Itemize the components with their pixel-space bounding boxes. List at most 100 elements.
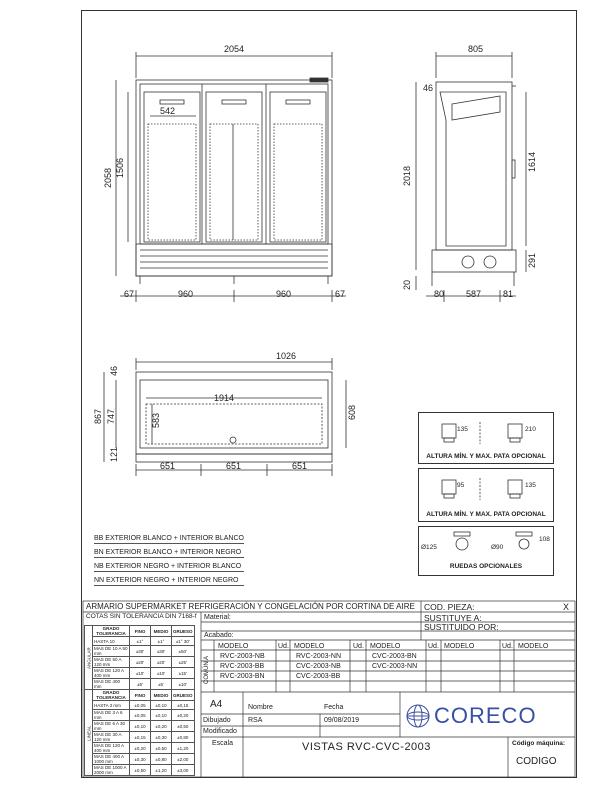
dim-plan-b2: 651 [292,461,308,471]
table-cell: ±25' [171,656,195,668]
table-cell: ±20' [150,656,172,668]
format-a4: A4 [210,699,223,710]
dim-side-base: 291 [527,252,537,268]
table-cell: ±0,20 [129,742,151,754]
table-cell: MAS DE 3 A 6 mm [92,709,130,721]
table-header: MEDIO [150,689,172,701]
table-row: MAS DE 120 A 400 mm±10'±10'±15' [85,667,195,679]
dim-side-b0: 80 [434,289,445,299]
dim-plan-b0: 651 [160,461,176,471]
dim-front-top: 542 [160,106,176,116]
table-row: MAS DE 3 A 6 mm±0,05±0,10±0,20 [85,709,195,721]
table-row: MAS DE 6 A 30 mm±0,10±0,20±0,50 [85,720,195,732]
dim-plan-inner: 1914 [214,393,235,403]
dim-side-door: 1614 [527,151,537,172]
table-cell: ±15' [171,667,195,679]
table-cell: MAS DE 30 A 120 mm [92,731,130,743]
table-row: MAS DE 120 A 400 mm±0,20±0,50±1,20 [85,742,195,754]
nombre-label: Nombre [248,704,273,711]
sustituido-label: SUSTITUIDO POR: [424,622,499,632]
fecha-value: 09/08/2019 [324,717,360,724]
table-cell: ±20' [129,656,151,668]
angular-side-label: ANGULAR [84,625,93,690]
side-view [415,52,527,302]
dim-plan-depth-mid: 747 [106,408,116,424]
table-cell: ±0,50 [129,764,151,776]
lineal-side-label: LINEAL [84,689,93,776]
col-modelo-5: MODELO [518,643,549,650]
option-legs-1: 135 210 ALTURA MÍN. Y MAX. PATA OPCIONAL [418,412,554,464]
table-cell: ±0,10 [150,709,172,721]
dim-side-b2: 81 [503,289,514,299]
col-ud-2: Ud. [353,643,364,650]
table-cell: ±1° 30' [171,636,195,646]
table-cell: ±0,30 [129,753,151,765]
coreco-logo-mark [406,704,430,728]
option-wheels: Ø125 Ø90 108 RUEDAS OPCIONALES [418,526,554,576]
acabado-label: Acabado: [204,632,234,639]
option-3-label: RUEDAS OPCIONALES [449,563,523,570]
table-header: FINO [129,625,151,637]
dim-side-b1: 587 [466,289,482,299]
model-r0-c0: RVC-2003-NB [220,653,265,660]
table-header: GRADO TOLERANCIA [92,689,130,701]
model-r1-c1: CVC-2003-NB [296,663,341,670]
model-r1-c0: RVC-2003-BB [220,663,265,670]
dim-front-b1: 960 [178,289,194,299]
coreco-logo: CORECO [434,703,537,728]
option-1-a: 135 [457,426,468,433]
dim-front-height: 2058 [103,167,113,188]
dim-plan-right-depth: 608 [347,404,357,420]
table-cell: MAS DE 50 A 120 mm [92,656,130,668]
table-cell: ±0,50 [171,720,195,732]
option-3-c: 108 [539,536,550,543]
table-header: MEDIO [150,625,172,637]
table-cell: MAS DE 400 mm [92,678,130,690]
model-r0-c1: RVC-2003-NN [296,653,341,660]
table-cell: ±10' [150,667,172,679]
table-row: HASTA 10±1°±1°±1° 30' [85,636,195,646]
dibujado-label: Dibujado [203,717,231,724]
col-modelo-4: MODELO [444,643,475,650]
table-cell: MAS DE 10 A 50 mm [92,645,130,657]
table-row: MAS DE 30 A 120 mm±0,15±0,30±0,80 [85,731,195,743]
option-icons [441,422,533,551]
table-cell: ±0,50 [150,742,172,754]
table-cell: ±0,80 [171,731,195,743]
model-r0-c2: CVC-2003-BN [372,653,417,660]
table-row: MAS DE 400 A 1000 mm±0,30±0,80±2,00 [85,753,195,765]
fecha-label: Fecha [324,704,344,711]
model-r2-c1: CVC-2003-BB [296,673,341,680]
dim-front-b0: 67 [124,289,135,299]
table-row: MAS DE 400 mm±5'±5'±10' [85,678,195,690]
dim-plan-left-top: 46 [109,365,119,376]
drawing-frame [81,10,577,778]
material-label: Material: [204,614,231,621]
drawing-title: VISTAS RVC-CVC-2003 [302,741,431,753]
escala-label: Escala [212,740,234,747]
table-cell: ±0,05 [129,709,151,721]
table-cell: ±0,10 [150,700,172,710]
option-2-a: 95 [457,482,465,489]
close-mark: X [563,602,570,612]
table-header: FINO [129,689,151,701]
model-r1-c2: CVC-2003-NN [372,663,418,670]
dim-front-b3: 67 [335,289,346,299]
option-3-b: Ø90 [491,544,504,551]
dim-side-gap: 20 [402,279,412,290]
cotas-note: COTAS SIN TOLERANCIA DIN 7168-f [86,613,197,620]
dim-plan-width: 1026 [276,351,297,361]
table-cell: MAS DE 1000 A 2000 mm [92,764,130,776]
table-cell: ±3,00 [171,764,195,776]
table-cell: ±1,20 [171,742,195,754]
table-cell: ±2,00 [171,753,195,765]
table-cell: HASTA 10 [92,636,130,646]
dim-front-inner-height: 1506 [115,157,125,178]
front-view [115,52,346,302]
table-cell: MAS DE 400 A 1000 mm [92,753,130,765]
table-cell: MAS DE 6 A 30 mm [92,720,130,732]
table-cell: ±0,20 [150,720,172,732]
sustituye-label: SUSTITUYE A: [424,613,482,623]
